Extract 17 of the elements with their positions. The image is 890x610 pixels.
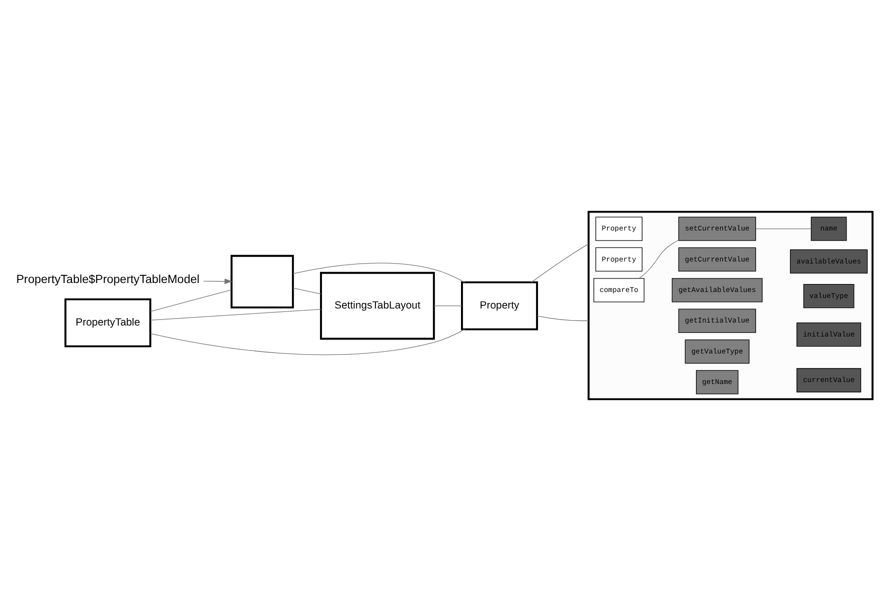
connector	[638, 239, 679, 278]
connector	[536, 315, 589, 321]
connector	[434, 305, 462, 306]
connector	[150, 328, 466, 355]
cluster	[588, 210, 874, 400]
connector	[292, 262, 466, 282]
node-box	[230, 254, 294, 308]
connector	[755, 228, 812, 229]
node-box: PropertyTable	[64, 298, 152, 347]
connector	[150, 308, 322, 320]
connector	[531, 242, 589, 282]
connector	[150, 288, 232, 312]
arrow	[203, 278, 232, 284]
node-box: SettingsTabLayout	[320, 271, 435, 340]
node-text: PropertyTable$PropertyTableModel	[16, 272, 200, 286]
node-box: Property	[461, 280, 538, 330]
connector	[292, 287, 322, 294]
